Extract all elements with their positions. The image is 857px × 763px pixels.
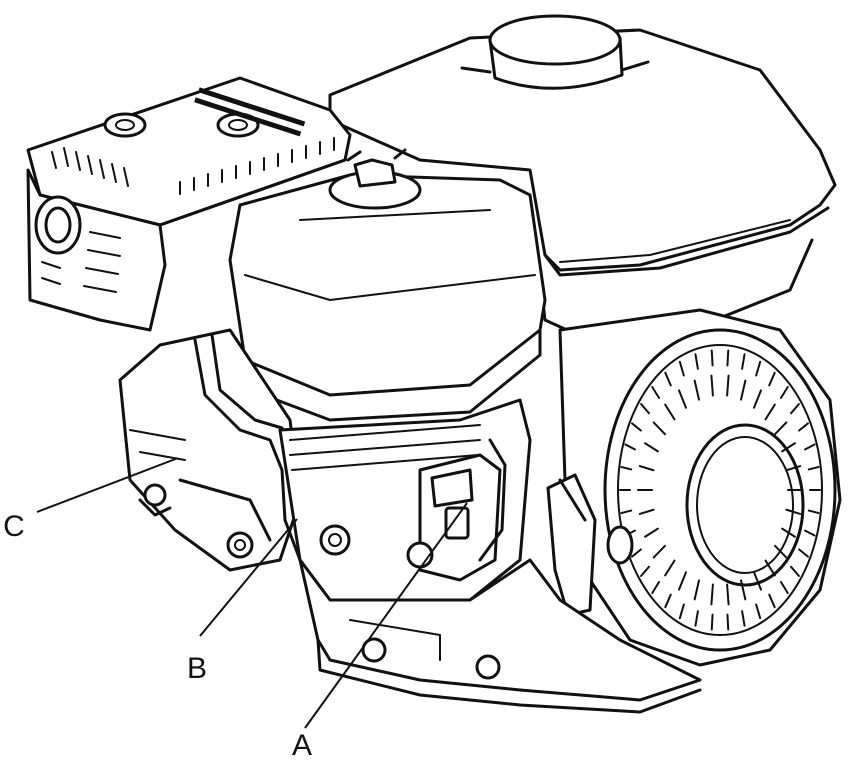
starter-vent-slot: [741, 353, 746, 370]
starter-vent-slot: [678, 571, 687, 591]
starter-vent-slot: [798, 548, 809, 558]
fuel-cap: [460, 14, 650, 90]
callout-c-label: C: [3, 510, 25, 543]
starter-vent-slot: [694, 610, 699, 627]
callout-b-leader: [199, 518, 298, 637]
starter-vent-slot: [644, 527, 659, 538]
muffler: [26, 76, 352, 332]
starter-vent-slot: [785, 465, 802, 472]
starter-vent-slot: [768, 371, 776, 387]
starter-vent-slot: [644, 442, 659, 453]
starter-vent-slot: [694, 353, 699, 370]
callout-b-label: B: [187, 652, 207, 685]
starter-vent-slot: [804, 529, 816, 537]
starter-vent-slot: [693, 379, 700, 401]
starter-vent-slot: [710, 583, 714, 606]
starter-vent-slot: [740, 579, 747, 601]
starter-vent-slot: [781, 442, 796, 453]
starter-vent-slot: [781, 527, 796, 538]
starter-vent-slot: [710, 349, 714, 367]
starter-vent-slot: [764, 559, 776, 577]
starter-vent-slot: [620, 509, 633, 515]
starter-vent-slot: [624, 443, 636, 451]
starter-vent-slot: [753, 571, 762, 591]
engine-base: [298, 558, 702, 714]
starter-vent-slot: [726, 583, 730, 606]
starter-vent-slot: [741, 610, 746, 627]
starter-vent-slot: [631, 422, 642, 432]
starter-vent-slot: [779, 580, 789, 595]
starter-vent-slot: [768, 593, 776, 609]
starter-vent-slot: [631, 548, 642, 558]
starter-vent-slot: [755, 603, 762, 620]
callout-a-label: A: [292, 729, 312, 762]
starter-vent-slot: [678, 360, 685, 377]
starter-vent-slot: [804, 443, 816, 451]
starter-vent-slot: [652, 544, 666, 559]
carburetor: [406, 438, 507, 582]
starter-vent-slot: [774, 544, 788, 559]
starter-vent-slot: [640, 403, 650, 415]
starter-vent-slot: [651, 385, 661, 400]
starter-vent-slot: [638, 465, 655, 472]
starter-vent-slot: [726, 613, 730, 631]
starter-vent-slot: [640, 565, 650, 577]
starter-vent-slot: [798, 422, 809, 432]
starter-vent-slot: [664, 403, 676, 421]
starter-vent-slot: [693, 579, 700, 601]
starter-vent-slot: [774, 421, 788, 436]
air-cleaner: [228, 148, 547, 422]
starter-vent-slot: [620, 465, 633, 471]
starter-vent-slot: [710, 613, 714, 631]
starter-vent-slot: [807, 509, 820, 515]
starter-vent-slot: [664, 371, 672, 387]
starter-vent-slot: [664, 593, 672, 609]
starter-vent-slot: [790, 403, 800, 415]
callout-c-leader: [36, 457, 179, 513]
base-bolt: [138, 483, 172, 517]
starter-vent-slot: [764, 403, 776, 421]
starter-vent-slot: [651, 580, 661, 595]
starter-vent-slot: [779, 385, 789, 400]
starter-vent-slot: [807, 465, 820, 471]
starter-vent-slot: [790, 565, 800, 577]
starter-vent-slot: [710, 374, 714, 397]
callout-a-leader: [304, 502, 468, 729]
starter-vent-slot: [785, 508, 802, 515]
starter-vent-slot: [753, 389, 762, 409]
starter-vent-slot: [726, 374, 730, 397]
starter-vent-slot: [664, 559, 676, 577]
starter-vent-slot: [652, 421, 666, 436]
starter-vent-slot: [726, 349, 730, 367]
starter-vent-slot: [740, 379, 747, 401]
recoil-starter: [546, 308, 842, 667]
starter-vent-slot: [678, 603, 685, 620]
starter-vent-slot: [755, 360, 762, 377]
starter-vent-slot: [638, 508, 655, 515]
fuel-line: [193, 333, 302, 562]
starter-vent-slot: [678, 389, 687, 409]
